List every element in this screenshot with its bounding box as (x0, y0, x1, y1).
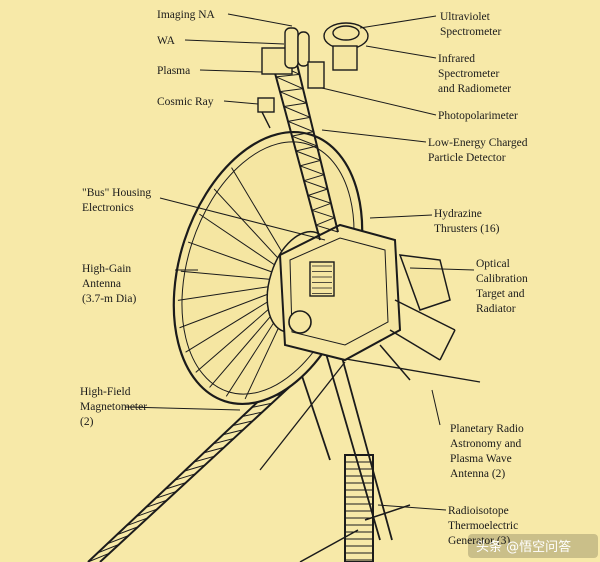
label-radioisotope: Radioisotope Thermoelectric Generator (3… (448, 505, 521, 547)
watermark-text: 头条 @悟空问答 (476, 539, 571, 555)
label-imaging-na: Imaging NA (157, 9, 216, 21)
boom-tie (303, 174, 325, 182)
boom-tie (291, 131, 314, 137)
science-boom (271, 59, 339, 241)
boom-tie (287, 120, 314, 133)
rtg-boom (299, 349, 411, 562)
label-bus-housing: "Bus" Housing Electronics (82, 187, 154, 214)
boom-tie (299, 165, 325, 176)
label-wa: WA (157, 35, 176, 47)
boom-tie (307, 195, 332, 204)
labels: Imaging NA WA Plasma Cosmic Ray Ultravio… (80, 9, 531, 547)
label-ultraviolet: Ultraviolet Spectrometer (440, 11, 501, 38)
boom-tie (295, 145, 318, 152)
label-plasma: Plasma (157, 65, 190, 77)
boom-tie (126, 517, 148, 527)
label-infrared: Infrared Spectrometer and Radiometer (438, 53, 511, 95)
boom-tie (279, 88, 304, 93)
label-planetary-radio: Planetary Radio Astronomy and Plasma Wav… (450, 423, 527, 480)
watermark: 头条 @悟空问答 (468, 534, 598, 558)
scan-platform (257, 22, 369, 129)
boom-tie (242, 411, 263, 418)
boom-tie (299, 159, 321, 167)
boom-tie (283, 102, 307, 107)
boom-tie (145, 499, 167, 508)
boom-tie (222, 429, 244, 436)
leader-lines (124, 13, 475, 511)
boom-tie (287, 116, 311, 122)
boom-tie (164, 482, 187, 490)
boom-tie (307, 188, 328, 196)
boom-tie (295, 150, 321, 161)
label-photopolarimeter: Photopolarimeter (438, 110, 518, 122)
boom-tie (193, 455, 215, 463)
boom-tie (97, 543, 120, 554)
boom-tie (174, 473, 196, 481)
boom-tie (315, 224, 339, 233)
boom-tie (251, 402, 272, 408)
boom-tie (279, 91, 307, 104)
bus-housing (278, 223, 402, 362)
boom-tie (303, 180, 328, 190)
boom-tie (283, 106, 311, 118)
boom-tie (311, 209, 335, 219)
boom-tie (275, 73, 300, 78)
boom-tie (315, 217, 335, 226)
label-hydrazine: Hydrazine Thrusters (16) (434, 208, 500, 235)
boom-tie (232, 420, 253, 427)
boom-tie (275, 76, 304, 90)
boom-tie (87, 552, 110, 562)
boom-tie (184, 464, 206, 472)
boom-tie (213, 438, 234, 445)
boom-tie (155, 490, 177, 499)
boom-tie (107, 535, 129, 545)
label-high-gain: High-Gain Antenna (3.7-m Dia) (82, 263, 136, 305)
planetary-radio-antenna (259, 357, 481, 471)
boom-tie (311, 202, 332, 211)
label-optical: Optical Calibration Target and Radiator (476, 258, 531, 315)
label-high-field: High-Field Magnetometer (2) (80, 386, 150, 428)
boom-tie (203, 446, 225, 454)
boom-tie (136, 508, 158, 518)
label-cosmic-ray: Cosmic Ray (157, 96, 214, 108)
label-low-energy: Low-Energy Charged Particle Detector (428, 137, 530, 164)
boom-tie (291, 135, 318, 147)
boom-tie (116, 526, 139, 536)
